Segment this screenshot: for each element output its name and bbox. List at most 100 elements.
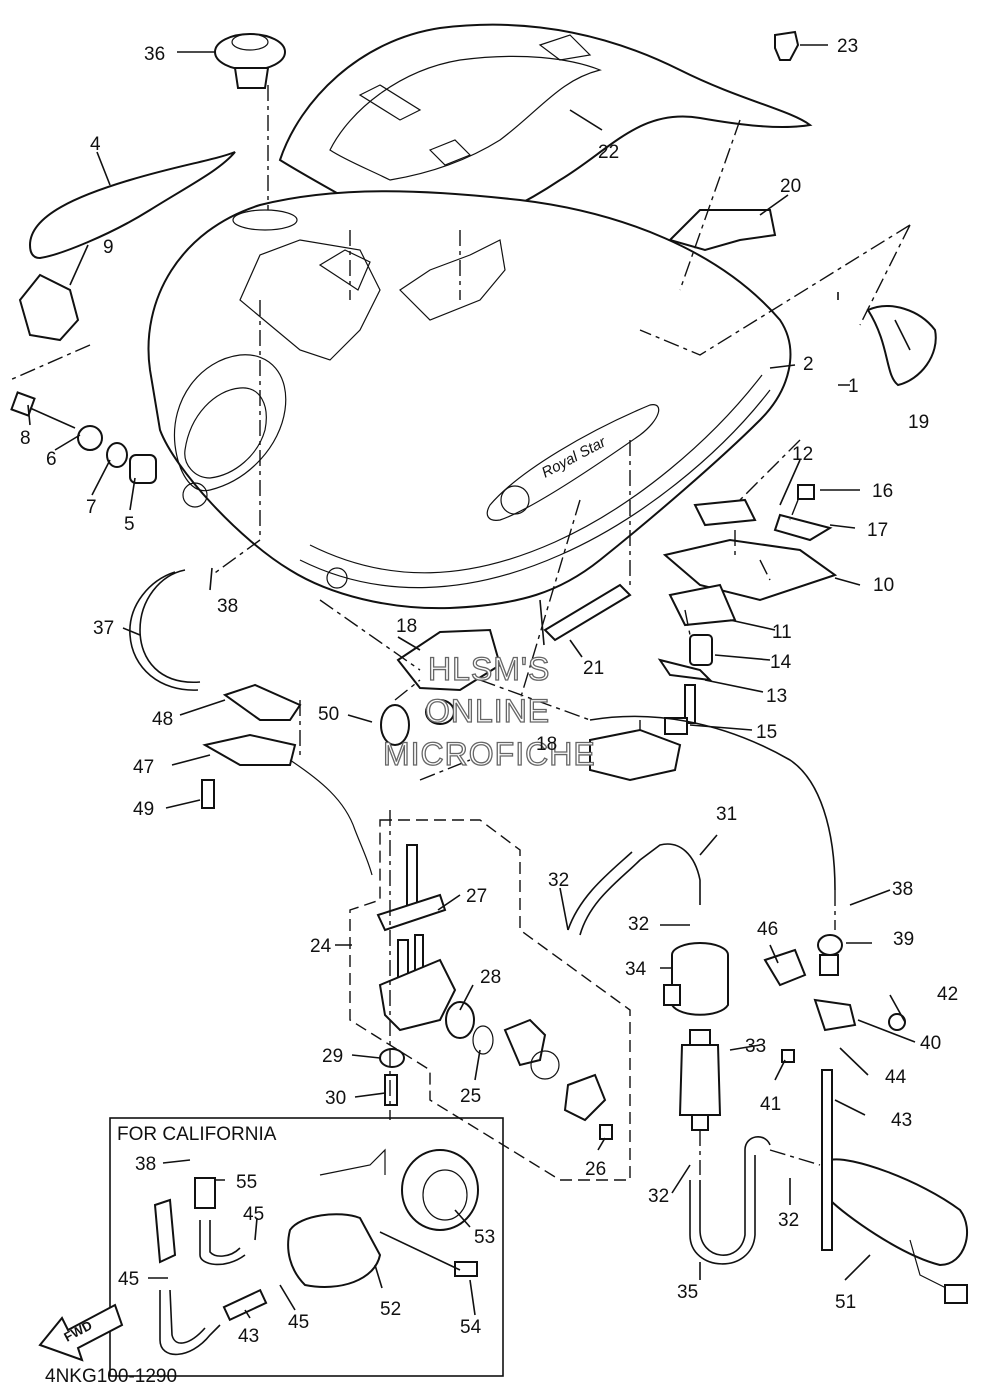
callout-45-c: 45 <box>288 1312 309 1333</box>
side-emblem-part <box>28 151 236 260</box>
mount-hardware-left <box>10 391 157 484</box>
callout-37: 37 <box>93 618 114 639</box>
valve-assembly-outline <box>349 819 631 1181</box>
callout-32-c: 32 <box>648 1186 669 1207</box>
callout-12: 12 <box>792 444 813 465</box>
bracket-47-part <box>202 733 297 766</box>
fuel-pump-34-part <box>663 942 729 1016</box>
california-box-label: FOR CALIFORNIA <box>117 1124 277 1145</box>
callout-51: 51 <box>835 1292 856 1313</box>
callout-28: 28 <box>480 967 501 988</box>
hose-43-upper <box>589 715 836 891</box>
callout-50: 50 <box>318 704 339 725</box>
callout-leaders <box>27 44 916 1319</box>
pump-bracket-parts <box>763 934 906 1063</box>
callout-43-b: 43 <box>238 1326 259 1347</box>
callout-16: 16 <box>872 481 893 502</box>
callout-55: 55 <box>236 1172 257 1193</box>
callout-18-lower: 18 <box>536 734 557 755</box>
fuel-filter-33-part <box>678 1029 722 1131</box>
callout-29: 29 <box>322 1046 343 1067</box>
callout-33: 33 <box>745 1036 766 1057</box>
rear-bracket-hardware <box>657 484 838 735</box>
strip-21-part <box>543 583 632 642</box>
callout-52: 52 <box>380 1299 401 1320</box>
callout-41: 41 <box>760 1094 781 1115</box>
callout-15: 15 <box>756 722 777 743</box>
plate-20-part <box>668 209 777 252</box>
callout-35: 35 <box>677 1282 698 1303</box>
callout-7: 7 <box>86 497 97 518</box>
california-canister-parts <box>153 1148 479 1356</box>
callout-40: 40 <box>920 1033 941 1054</box>
grommet-50-part <box>380 704 410 746</box>
fuel-valve-part <box>376 844 613 1140</box>
wire-harness <box>289 759 373 876</box>
callout-2: 2 <box>803 354 814 375</box>
callout-47: 47 <box>133 757 154 778</box>
callout-54: 54 <box>460 1317 482 1338</box>
callout-11: 11 <box>772 622 792 643</box>
footer-code: 4NKG100-1290 <box>45 1366 177 1387</box>
california-box <box>109 1117 504 1377</box>
callout-36: 36 <box>144 44 165 65</box>
callout-25: 25 <box>460 1086 481 1107</box>
tank-cap-part <box>214 33 286 89</box>
callout-43-a: 43 <box>891 1110 912 1131</box>
watermark: HLSM'S ONLINE MICROFICHE <box>382 650 596 772</box>
callout-22: 22 <box>598 142 619 163</box>
callout-30: 30 <box>325 1088 346 1109</box>
callout-39: 39 <box>893 929 914 950</box>
callout-19: 19 <box>908 412 929 433</box>
watermark-line-2: ONLINE <box>425 693 550 729</box>
fuel-tank-part: Royal Star <box>147 190 792 610</box>
callout-21: 21 <box>583 658 604 679</box>
hose-31-part <box>579 843 701 936</box>
callout-48: 48 <box>152 709 173 730</box>
watermark-line-3: MICROFICHE <box>383 736 596 772</box>
callout-42: 42 <box>937 984 958 1005</box>
callout-9: 9 <box>103 237 114 258</box>
callout-45-a: 45 <box>243 1204 264 1225</box>
bracket-9-part <box>18 273 80 342</box>
callout-26: 26 <box>585 1159 606 1180</box>
callout-32-b: 32 <box>628 914 649 935</box>
callout-1: 1 <box>848 376 859 397</box>
callout-8: 8 <box>20 428 31 449</box>
pad-18-lower <box>589 728 682 782</box>
callout-24: 24 <box>310 936 332 957</box>
callout-32-a: 32 <box>548 870 569 891</box>
leader-lines <box>9 85 911 1175</box>
callout-44: 44 <box>885 1067 907 1088</box>
callout-numbers: 1 2 4 5 6 7 8 9 10 11 12 13 14 15 16 17 … <box>20 36 958 1347</box>
callout-53: 53 <box>474 1227 495 1248</box>
callout-17: 17 <box>867 520 888 541</box>
callout-4: 4 <box>90 134 101 155</box>
callout-5: 5 <box>124 514 135 535</box>
pipe-43-right <box>821 1069 833 1251</box>
callout-20: 20 <box>780 176 801 197</box>
clip-23-part <box>774 30 800 61</box>
callout-45-b: 45 <box>118 1269 139 1290</box>
hose-35-part <box>699 1136 771 1256</box>
callout-38-c: 38 <box>135 1154 156 1175</box>
callout-6: 6 <box>46 449 57 470</box>
callout-14: 14 <box>770 652 792 673</box>
callout-38-a: 38 <box>217 596 238 617</box>
callout-23: 23 <box>837 36 858 57</box>
callout-49: 49 <box>133 799 154 820</box>
callout-18-upper: 18 <box>396 616 417 637</box>
callout-34: 34 <box>625 959 647 980</box>
callout-46: 46 <box>757 919 778 940</box>
hose-37-part <box>139 569 201 683</box>
callout-32-d: 32 <box>778 1210 799 1231</box>
bolt-49-part <box>201 779 215 809</box>
callout-13: 13 <box>766 686 787 707</box>
fuel-pump-51-part <box>829 1158 969 1304</box>
callout-38-b: 38 <box>892 879 913 900</box>
cover-19-part <box>866 305 937 387</box>
bracket-48-part <box>222 683 302 721</box>
callout-10: 10 <box>873 575 894 596</box>
